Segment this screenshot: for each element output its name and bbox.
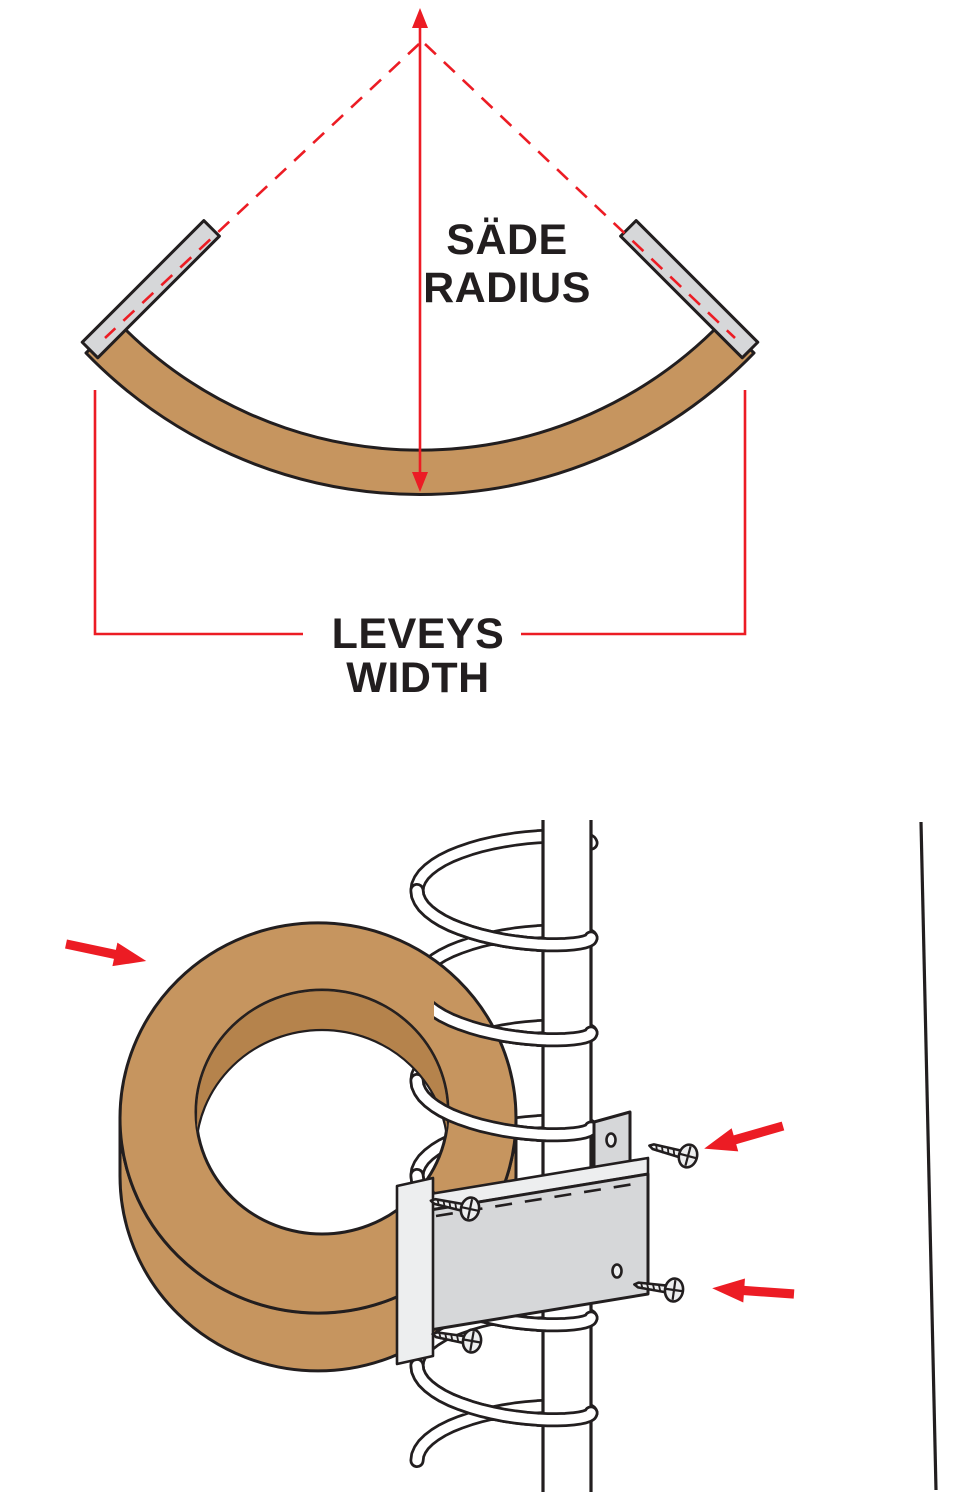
radius-label-line1: SÄDE <box>446 216 567 264</box>
pointer-arrow-screw-upper <box>700 1114 787 1161</box>
pole-body <box>544 820 590 1492</box>
radius-arrowhead-top <box>412 8 428 28</box>
mounting-illustration <box>63 820 938 1492</box>
curved-wood-arc <box>84 320 756 496</box>
radius-width-diagram: SÄDE RADIUS LEVEYS WIDTH <box>80 8 760 702</box>
width-label-line2: WIDTH <box>346 654 489 702</box>
width-label-line1: LEVEYS <box>332 610 505 658</box>
screw-upper-right <box>645 1133 701 1171</box>
radius-dashed-line-right <box>424 43 736 339</box>
radius-dashed-line-left <box>104 43 420 339</box>
screw-hole-upper <box>605 1132 617 1148</box>
screw-hole-lower <box>611 1263 623 1279</box>
end-board-right <box>619 219 760 360</box>
pointer-arrow-screw-lower <box>711 1276 795 1306</box>
width-measure-line-left <box>93 390 303 636</box>
wall-edge-line <box>919 821 938 1491</box>
end-board-left <box>80 219 221 360</box>
pointer-arrow-ring <box>63 932 149 973</box>
radius-arrowhead-bottom <box>412 472 428 492</box>
width-measure-line-right <box>521 390 747 636</box>
bracket-flange-left <box>395 1176 435 1366</box>
wood-ring-inner-wall <box>196 990 448 1154</box>
radius-label-line2: RADIUS <box>423 264 591 312</box>
